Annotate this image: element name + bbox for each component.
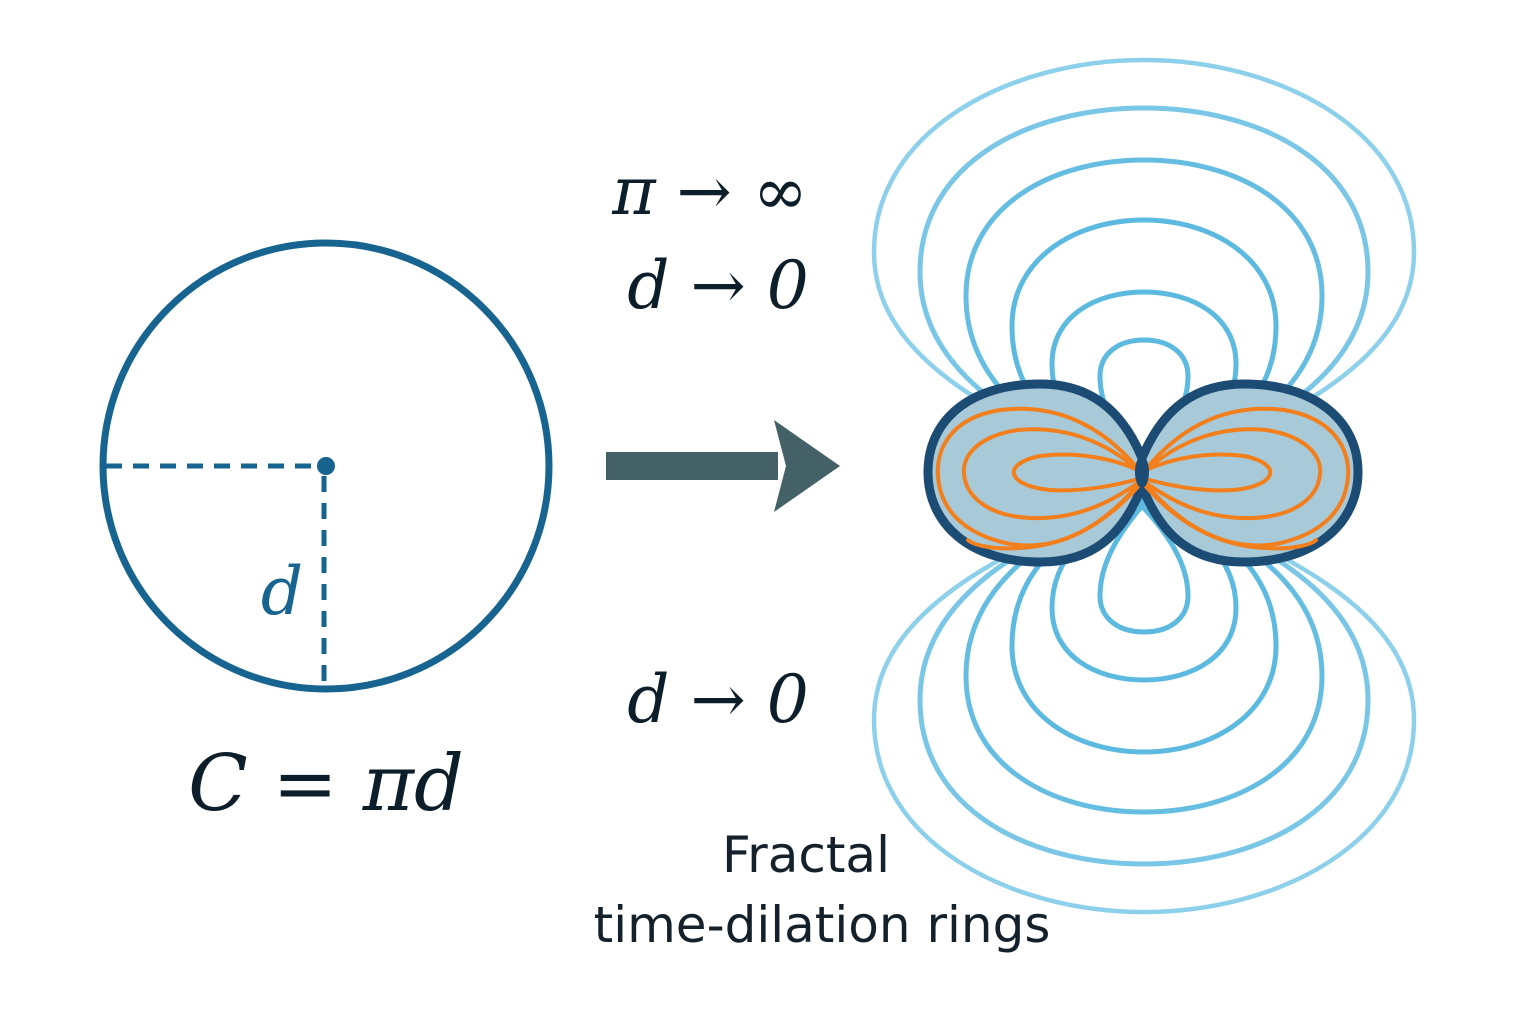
orbit-right-inner — [1140, 452, 1273, 493]
orbit-left-mid — [961, 427, 1144, 521]
lower-ring-1 — [871, 491, 1417, 915]
time-dilation-rings — [871, 57, 1417, 915]
limit-labels: π → ∞ d → 0 d → 0 — [611, 153, 809, 738]
circumference-formula: C = πd — [188, 739, 464, 829]
radius-label: d — [261, 553, 303, 630]
right-arrow-icon — [606, 420, 840, 512]
lower-ring-4 — [1009, 497, 1279, 755]
orbit-left-inner — [1011, 452, 1144, 493]
lower-ring-3 — [963, 495, 1325, 815]
lower-ring-6 — [1097, 502, 1191, 635]
center-point — [317, 457, 335, 475]
caption: Fractal time-dilation rings — [594, 826, 1051, 954]
lower-ring-2 — [917, 493, 1371, 867]
circle-figure: d C = πd — [99, 239, 553, 829]
lower-ring-5 — [1049, 499, 1239, 683]
limit-pi-infinity: π → ∞ — [611, 153, 808, 230]
upper-ring-2 — [917, 105, 1371, 479]
circle-outline — [99, 239, 553, 693]
upper-ring-1 — [871, 57, 1417, 481]
orbit-left-lower — [966, 480, 1144, 551]
orbit-right-mid — [1140, 427, 1323, 521]
limit-d-zero-bottom: d → 0 — [627, 661, 809, 738]
central-lobes — [923, 379, 1363, 567]
orbit-curves — [935, 406, 1351, 551]
limit-d-zero-top: d → 0 — [627, 247, 809, 324]
caption-line-1: Fractal — [722, 826, 890, 884]
orbit-right-lower — [1140, 480, 1318, 551]
upper-ring-3 — [963, 157, 1325, 477]
pinch-point — [1135, 456, 1149, 488]
caption-line-2: time-dilation rings — [594, 896, 1051, 954]
